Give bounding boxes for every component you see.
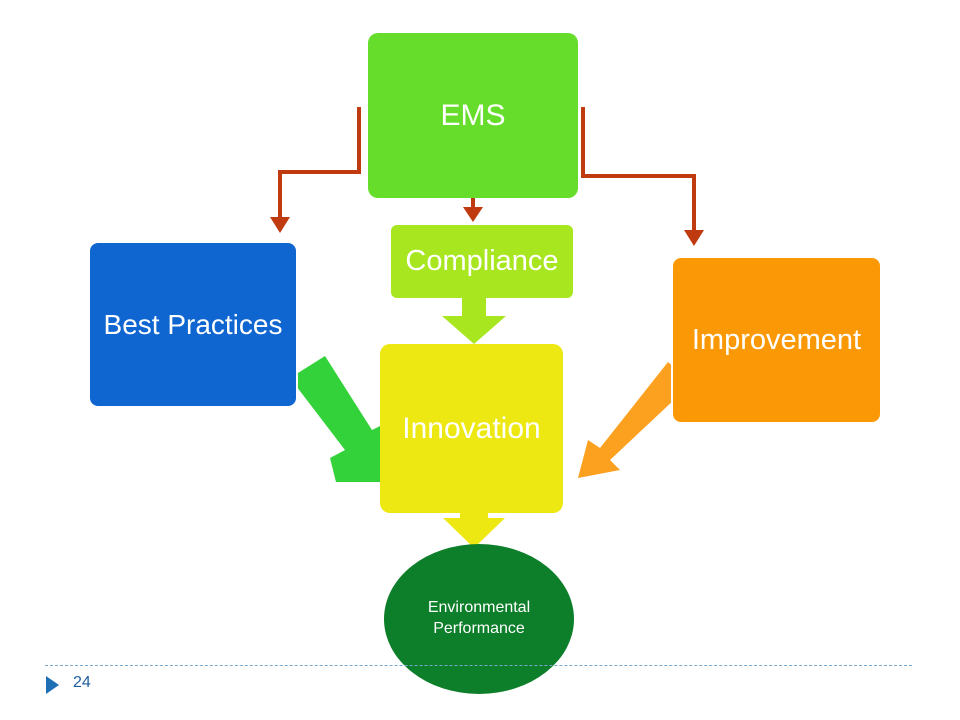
ems-to-improvement-connector [581,107,696,238]
innovation-label: Innovation [402,411,541,445]
page-marker-triangle-icon [46,676,59,694]
ems-to-compliance-arrowhead [463,207,483,222]
best-practices-node: Best Practices [88,241,298,408]
best-practices-label: Best Practices [103,308,283,340]
innovation-to-environmental-arrow [443,510,505,548]
environmental-performance-label: Environmental Performance [427,599,531,637]
compliance-label: Compliance [405,245,559,277]
ems-node: EMS [368,33,578,198]
page-number: 24 [73,674,91,691]
ems-to-improvement-arrowhead [684,230,704,246]
innovation-node: Innovation [380,344,563,513]
improvement-to-innovation-arrow [578,362,692,478]
ems-label: EMS [440,98,506,132]
environmental-performance-node: Environmental Performance [384,544,574,694]
ems-to-best-practices-arrowhead [270,217,290,233]
improvement-label: Improvement [691,323,862,356]
footer-divider [45,665,912,666]
compliance-to-innovation-arrow [442,296,506,344]
improvement-node: Improvement [671,256,882,424]
best-practices-to-innovation-arrow [290,356,392,482]
ems-to-best-practices-connector [278,107,361,225]
compliance-node: Compliance [391,225,573,298]
